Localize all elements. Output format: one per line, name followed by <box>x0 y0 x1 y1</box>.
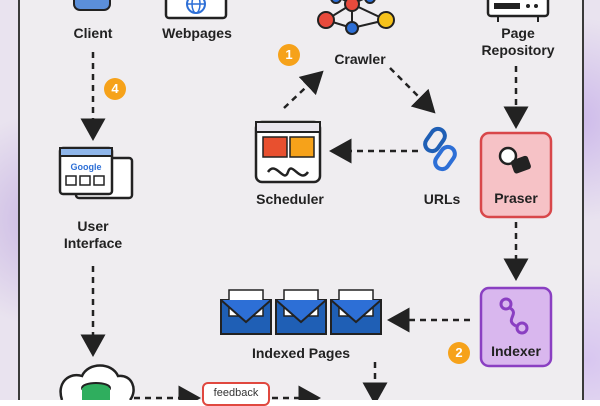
arrow-scheduler-to-crawler <box>283 70 324 109</box>
step-badge-2: 2 <box>448 342 470 364</box>
page-repository-label-line2: Repository <box>481 42 555 58</box>
user-interface-label-line1: User <box>77 218 109 234</box>
browser-window-icon: Google <box>58 146 134 200</box>
scheduler-label: Scheduler <box>256 191 324 207</box>
webpages-label: Webpages <box>162 25 232 41</box>
step-badge-1: 1 <box>278 44 300 66</box>
envelope-icon <box>330 289 382 335</box>
client-icon <box>73 0 111 11</box>
crawler-network-icon <box>317 0 395 35</box>
indexer-box <box>479 286 553 368</box>
page-repository-label-line1: Page <box>501 25 535 41</box>
praser-label: Praser <box>494 190 538 206</box>
arrow-crawler-to-urls <box>389 67 436 114</box>
indexed-pages-label: Indexed Pages <box>251 345 351 361</box>
indexer-label: Indexer <box>491 343 541 359</box>
scheduler-icon <box>254 120 322 184</box>
step-badge-4: 4 <box>104 78 126 100</box>
client-label: Client <box>73 25 113 41</box>
browser-logo-text: Google <box>71 162 102 172</box>
urls-label: URLs <box>423 191 461 207</box>
envelope-icon <box>220 289 272 335</box>
page-repository-icon <box>486 0 550 22</box>
webpages-icon <box>164 0 228 20</box>
user-interface-label-line2: Interface <box>63 235 123 251</box>
link-icon <box>423 126 457 172</box>
database-cloud-icon <box>59 364 135 400</box>
crawler-label: Crawler <box>334 51 386 67</box>
envelope-icon <box>275 289 327 335</box>
feedback-tag: feedback <box>202 382 270 406</box>
praser-box <box>479 131 553 219</box>
